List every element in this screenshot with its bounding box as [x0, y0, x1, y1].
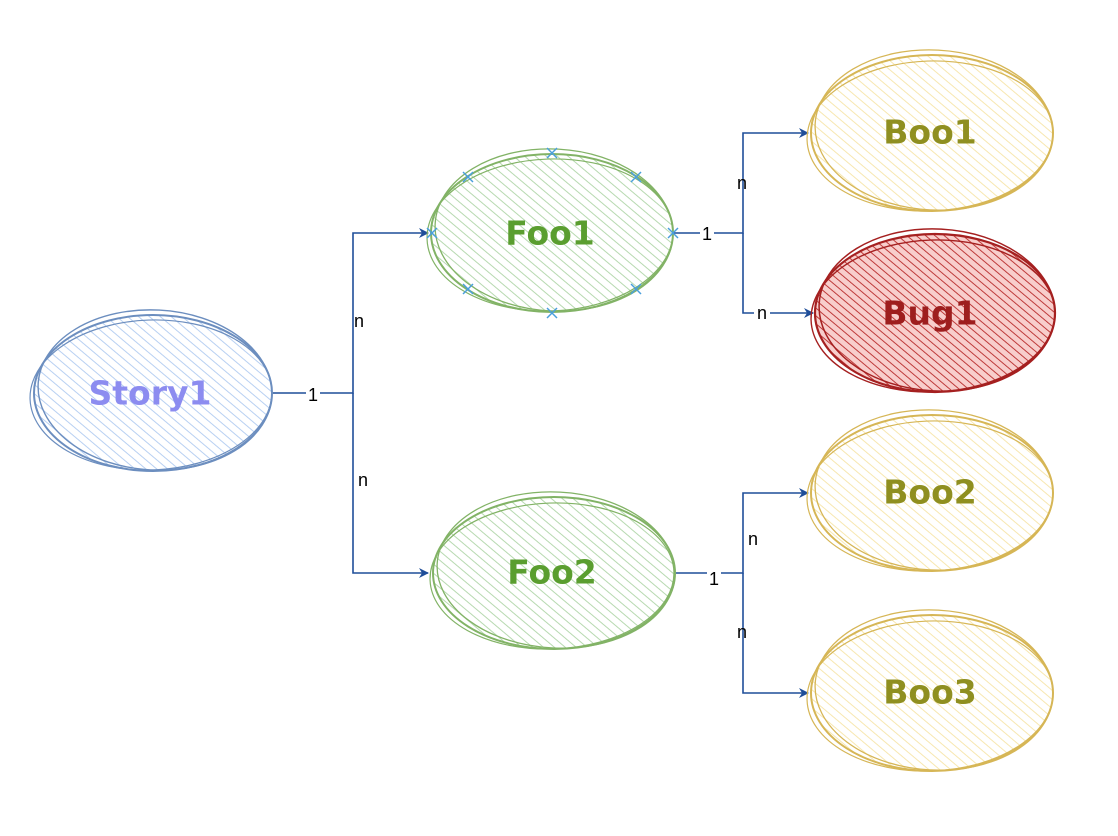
edge-label-to-boo1: n	[737, 173, 747, 193]
node-label-story1: Story1	[89, 374, 212, 413]
edge-label-to-bug1: n	[757, 303, 767, 323]
selection-handle[interactable]	[667, 227, 679, 239]
edge-foo1-bug1[interactable]	[742, 233, 814, 318]
selection-handle[interactable]	[630, 171, 642, 183]
edge-label-foo1-source: 1	[702, 224, 712, 244]
selection-handle[interactable]	[462, 171, 474, 183]
selection-handle[interactable]	[426, 227, 438, 239]
selection-handle[interactable]	[462, 283, 474, 295]
selection-handle[interactable]	[630, 283, 642, 295]
node-foo2[interactable]: Foo2	[428, 486, 679, 654]
node-label-boo3: Boo3	[883, 673, 976, 712]
selection-handle[interactable]	[546, 307, 558, 319]
edge-label-to-foo1: n	[354, 311, 364, 331]
edge-story1-foo1[interactable]	[272, 228, 429, 394]
node-boo2[interactable]: Boo2	[804, 404, 1057, 576]
node-label-foo2: Foo2	[507, 553, 597, 592]
edge-label-to-boo3: n	[737, 622, 747, 642]
edge-foo2-boo3[interactable]	[742, 573, 809, 698]
edge-foo2-boo2[interactable]	[676, 488, 809, 574]
selection-handles[interactable]	[426, 147, 679, 319]
node-boo1[interactable]: Boo1	[804, 44, 1057, 216]
edge-story1-foo2[interactable]	[352, 393, 429, 578]
edge-labels: 1 n n 1 n n 1 n n	[306, 173, 770, 642]
edge-label-story1-source: 1	[308, 385, 318, 405]
node-boo3[interactable]: Boo3	[804, 604, 1057, 776]
node-label-bug1: Bug1	[882, 294, 977, 333]
node-bug1[interactable]: Bug1	[808, 223, 1059, 397]
edge-label-to-foo2: n	[358, 470, 368, 490]
selection-handle[interactable]	[546, 147, 558, 159]
node-label-boo2: Boo2	[883, 473, 976, 512]
edge-label-foo2-source: 1	[709, 569, 719, 589]
node-story1[interactable]: Story1	[27, 304, 276, 476]
node-foo1[interactable]: Foo1	[424, 143, 679, 319]
edge-label-to-boo2: n	[748, 529, 758, 549]
node-label-foo1: Foo1	[505, 214, 595, 253]
node-label-boo1: Boo1	[883, 113, 976, 152]
